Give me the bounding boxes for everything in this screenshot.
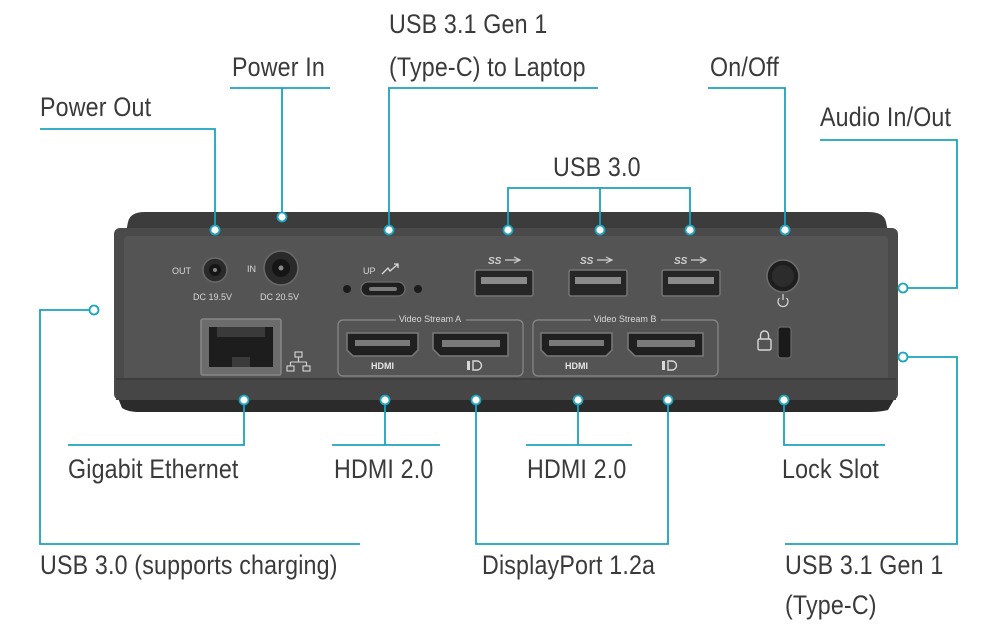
power-in-port bbox=[263, 250, 299, 286]
dot-usb-3 bbox=[684, 224, 696, 236]
label-on-off: On/Off bbox=[710, 52, 780, 82]
docking-station: OUT DC 19.5V IN DC 20.5V UP SS SS bbox=[114, 212, 898, 412]
dot-hdmi-b bbox=[572, 394, 584, 406]
lock-slot bbox=[777, 326, 792, 359]
label-audio: Audio In/Out bbox=[820, 102, 952, 132]
dot-audio bbox=[897, 282, 909, 294]
out-label: OUT bbox=[172, 266, 192, 276]
hdmi-a-label: HDMI bbox=[371, 361, 394, 371]
led-left bbox=[343, 285, 351, 293]
out-rating: DC 19.5V bbox=[193, 292, 232, 302]
dot-dp-b bbox=[662, 394, 674, 406]
svg-text:SS: SS bbox=[488, 256, 502, 267]
dot-usb-charging bbox=[88, 304, 100, 316]
label-usbc-side-1: USB 3.1 Gen 1 bbox=[785, 550, 944, 580]
hdmi-b-label: HDMI bbox=[565, 361, 588, 371]
displayport-b bbox=[627, 332, 704, 357]
dot-hdmi-a bbox=[379, 394, 391, 406]
device-top bbox=[126, 212, 888, 232]
dot-usbc-side bbox=[897, 351, 909, 363]
label-usb30: USB 3.0 bbox=[553, 152, 641, 182]
device-bevel bbox=[116, 378, 896, 400]
usb-icon bbox=[691, 256, 708, 264]
label-usb-charging: USB 3.0 (supports charging) bbox=[40, 550, 338, 580]
usb-icon bbox=[505, 256, 522, 264]
dot-power-in bbox=[276, 211, 288, 223]
ethernet-port bbox=[200, 318, 282, 376]
label-lock-slot: Lock Slot bbox=[782, 454, 880, 484]
usb-port-3: SS bbox=[661, 256, 721, 297]
label-usbc-side-2: (Type-C) bbox=[785, 590, 877, 620]
dot-lock bbox=[778, 394, 790, 406]
label-usbc-laptop-1: USB 3.1 Gen 1 bbox=[389, 9, 548, 39]
in-label: IN bbox=[247, 264, 256, 274]
label-hdmi-a: HDMI 2.0 bbox=[334, 454, 434, 484]
video-stream-a-label: Video Stream A bbox=[399, 314, 461, 324]
dot-power-out bbox=[209, 224, 221, 236]
lock-icon bbox=[757, 330, 772, 351]
usb-icon bbox=[597, 256, 614, 264]
led-right bbox=[414, 285, 422, 293]
network-icon bbox=[286, 351, 311, 372]
hdmi-port-a bbox=[346, 332, 419, 357]
callout-lines bbox=[39, 87, 958, 545]
thunder-icon bbox=[381, 263, 399, 275]
displayport-a-icon bbox=[467, 360, 483, 371]
dot-gigabit bbox=[238, 394, 250, 406]
dot-on-off bbox=[779, 224, 791, 236]
label-hdmi-b: HDMI 2.0 bbox=[527, 454, 627, 484]
label-power-in: Power In bbox=[232, 52, 326, 82]
power-icon bbox=[777, 294, 789, 308]
video-stream-b-label: Video Stream B bbox=[594, 314, 657, 324]
displayport-a bbox=[432, 332, 509, 357]
svg-text:SS: SS bbox=[674, 256, 688, 267]
dot-dp-a bbox=[470, 394, 482, 406]
usb-3-ports: SS SS SS bbox=[474, 256, 721, 297]
displayport-b-icon bbox=[662, 360, 678, 371]
device-base bbox=[118, 398, 895, 412]
svg-text:SS: SS bbox=[580, 256, 594, 267]
power-out-port bbox=[202, 257, 228, 283]
in-rating: DC 20.5V bbox=[260, 292, 299, 302]
callout-dots bbox=[88, 224, 909, 406]
usb-port-1: SS bbox=[474, 256, 534, 297]
label-gigabit: Gigabit Ethernet bbox=[68, 454, 239, 484]
dot-usb-2 bbox=[594, 224, 606, 236]
up-label: UP bbox=[363, 266, 376, 276]
usb-port-2: SS bbox=[568, 256, 628, 297]
dot-usb-1 bbox=[502, 224, 514, 236]
label-displayport: DisplayPort 1.2a bbox=[482, 550, 656, 580]
hdmi-port-b bbox=[540, 332, 613, 357]
label-usbc-laptop-2: (Type-C) to Laptop bbox=[389, 52, 586, 82]
label-power-out: Power Out bbox=[40, 92, 152, 122]
dot-usbc-laptop bbox=[383, 224, 395, 236]
